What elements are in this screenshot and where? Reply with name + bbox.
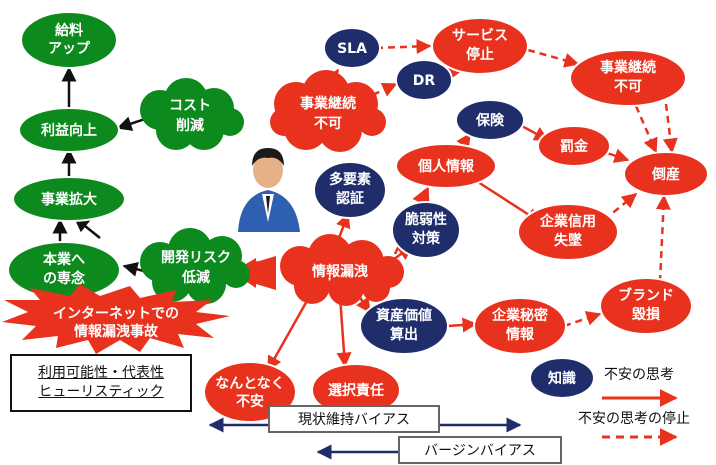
node-biz2-line1: 事業継続 (600, 59, 656, 76)
node-biz1-line2: 不可 (314, 116, 342, 132)
node-credit-line2: 失墜 (554, 232, 583, 249)
node-internet-leak-incident: インターネットでの 情報漏洩事故 (2, 284, 230, 354)
heuristic-line2: ヒューリスティック (38, 384, 164, 400)
node-biz-continuity-fail-2: 事業継続 不可 (569, 49, 687, 107)
legend-knowledge-node: 知識 (529, 357, 595, 399)
arrow-sla-to-service (375, 39, 432, 54)
node-vulnerability: 脆弱性 対策 (391, 201, 461, 259)
incident-pointer-arrow (232, 256, 276, 290)
node-sla-label: SLA (337, 41, 367, 57)
legend-knowledge-label: 知識 (548, 370, 576, 387)
node-bankruptcy: 倒産 (623, 151, 709, 197)
node-responsibility-label: 選択責任 (328, 382, 384, 399)
virgin-bias-label: バージンバイアス (398, 436, 562, 464)
arrow-brand-to-bankruptcy (655, 194, 671, 283)
node-multi-factor-auth: 多要素 認証 (313, 161, 387, 219)
arrow-biz2-to-bankruptcy-2 (662, 103, 678, 154)
node-bankruptcy-label: 倒産 (651, 166, 680, 183)
green-nodes: 給料 アップ 利益向上 事業拡大 本業へ の専念 コスト 削減 (7, 11, 250, 304)
node-personal-info: 個人情報 (395, 143, 497, 189)
heuristic-box: 利用可能性・代表性 ヒューリスティック (10, 354, 192, 412)
node-mfa-line2: 認証 (336, 190, 364, 207)
node-secret-line1: 企業秘密 (491, 307, 548, 324)
node-focus-core-line1: 本業へ (43, 251, 85, 268)
node-dev-risk-reduce-line2: 低減 (181, 269, 210, 286)
node-credit-line1: 企業信用 (539, 213, 596, 230)
node-cost-reduce-line1: コスト (169, 98, 211, 114)
arrow-cost-to-profit (116, 116, 146, 131)
node-dev-risk-reduce: 開発リスク 低減 (140, 228, 250, 304)
node-biz1-line1: 事業継続 (300, 95, 356, 112)
arrow-secret-to-brand (563, 311, 602, 328)
node-penalty: 罰金 (537, 125, 611, 167)
node-info-leak-label: 情報漏洩 (312, 263, 368, 280)
node-brand-damage: ブランド 毀損 (599, 277, 693, 335)
node-info-leak: 情報漏洩 (280, 234, 404, 306)
node-focus-core: 本業へ の専念 (7, 241, 121, 299)
node-profit-up: 利益向上 (18, 107, 120, 153)
node-salary-up-line1: 給料 (55, 22, 83, 39)
node-incident-line2: 情報漏洩事故 (74, 323, 159, 340)
node-dr: DR (395, 59, 453, 101)
node-profit-up-label: 利益向上 (41, 122, 97, 139)
status-quo-bias-label: 現状維持バイアス (268, 405, 440, 433)
node-vuln-line1: 脆弱性 (404, 211, 447, 228)
node-biz-continuity-fail-1: 事業継続 不可 (270, 70, 386, 152)
node-insurance: 保険 (455, 99, 525, 141)
legend-anxiety-thinking: 不安の思考 (604, 367, 674, 383)
user-person-icon (238, 148, 300, 232)
node-cost-reduce-line2: 削減 (176, 117, 204, 134)
node-service-stop: サービス 停止 (431, 17, 529, 75)
node-asset-value: 資産価値 算出 (359, 297, 449, 355)
node-penalty-label: 罰金 (560, 138, 589, 155)
node-business-expand: 事業拡大 (12, 176, 126, 222)
node-personal-info-label: 個人情報 (417, 158, 475, 175)
node-corp-credit-loss: 企業信用 失墜 (517, 203, 619, 261)
node-incident-line1: インターネットでの (53, 306, 179, 322)
node-mfa-line1: 多要素 (329, 171, 371, 188)
node-asset-line1: 資産価値 (376, 307, 432, 324)
arrow-asset-to-secret (447, 317, 478, 333)
arrow-service-to-biz2 (527, 48, 580, 68)
node-cost-reduce: コスト 削減 (140, 78, 244, 150)
legend-anxiety-stop: 不安の思考の停止 (578, 411, 690, 427)
arrow-biz2-to-bankruptcy-1 (634, 105, 658, 154)
node-insurance-label: 保険 (475, 112, 505, 129)
arrow-leak-to-responsibility (336, 295, 352, 368)
node-secret-line2: 情報 (506, 326, 535, 343)
node-selection-responsibility: 選択責任 (311, 363, 401, 417)
node-salary-up-line2: アップ (48, 41, 91, 57)
node-focus-core-line2: の専念 (43, 270, 86, 287)
node-brand-line2: 毀損 (632, 306, 661, 323)
node-asset-line2: 算出 (390, 326, 418, 343)
arrow-leak-to-vague (266, 291, 314, 372)
node-corp-secret: 企業秘密 情報 (473, 297, 567, 355)
node-service-stop-line1: サービス (452, 28, 508, 44)
node-service-stop-line2: 停止 (466, 46, 494, 63)
node-vuln-line2: 対策 (411, 230, 441, 247)
node-sla: SLA (323, 27, 381, 69)
node-vague-line1: なんとなく (215, 376, 285, 392)
node-vague-line2: 不安 (236, 393, 264, 410)
node-brand-line1: ブランド (618, 287, 674, 304)
node-business-expand-label: 事業拡大 (41, 191, 97, 208)
heuristic-line1: 利用可能性・代表性 (38, 365, 164, 381)
node-biz2-line2: 不可 (614, 79, 642, 95)
node-dr-label: DR (413, 73, 436, 89)
node-salary-up: 給料 アップ (20, 11, 118, 69)
node-dev-risk-reduce-line1: 開発リスク (161, 249, 231, 266)
